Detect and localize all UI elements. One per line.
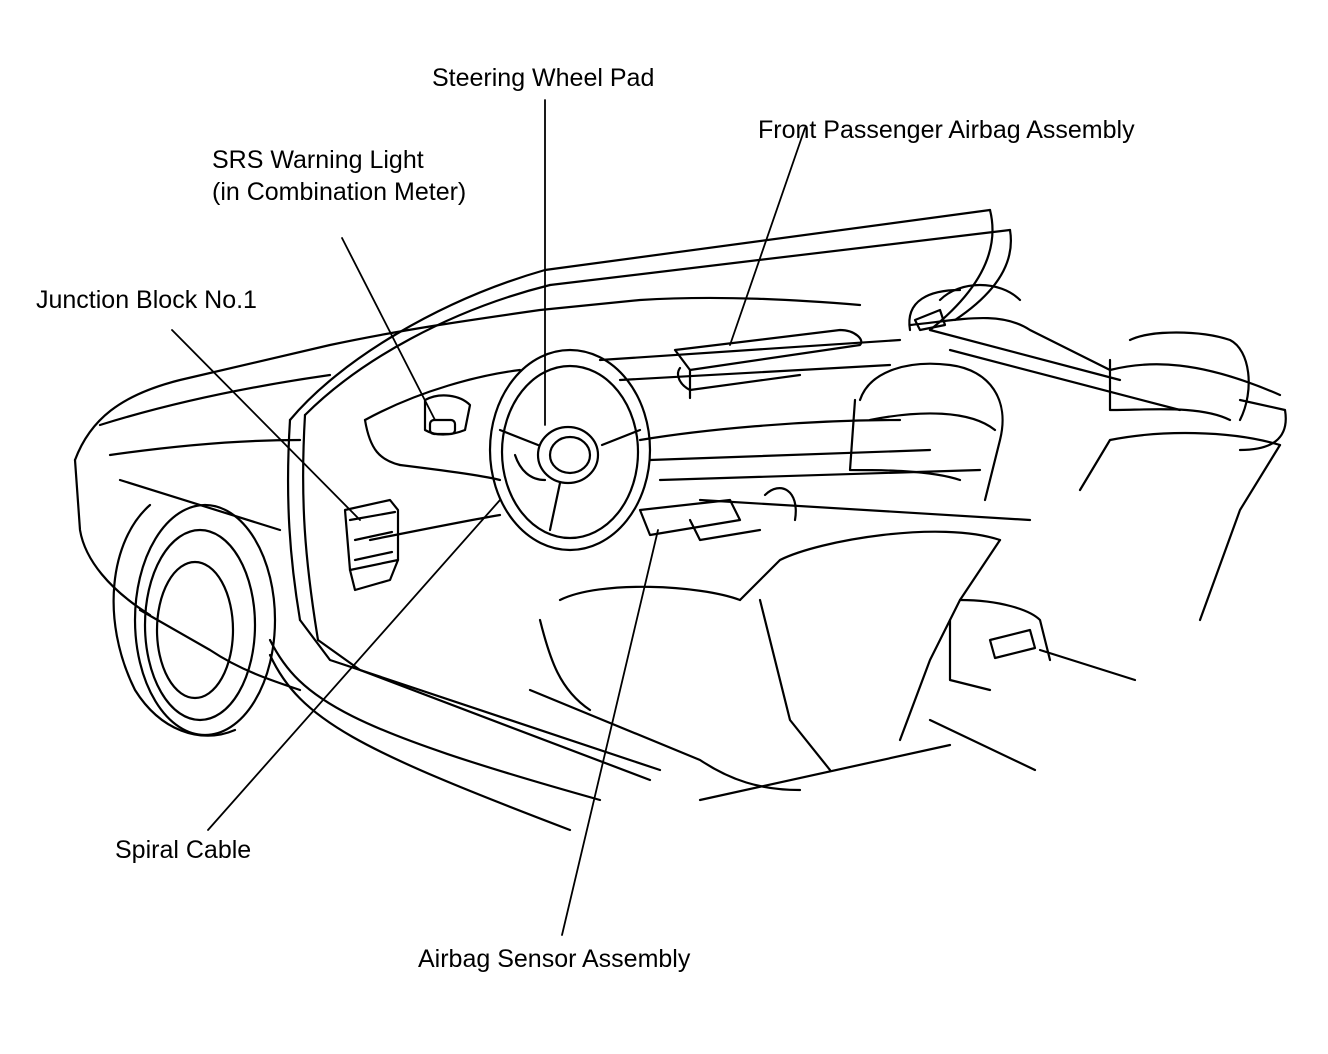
label-steering-wheel-pad: Steering Wheel Pad [432,64,655,92]
driver-seat [528,362,1004,802]
front-wheel [112,503,277,737]
passenger-airbag-module [673,328,863,400]
leader-front-passenger-airbag [729,127,806,346]
leader-lines [171,99,806,936]
combination-meter [423,394,472,436]
rear-window [908,288,962,332]
label-srs-warning-light: SRS Warning Light [212,146,424,174]
dashboard [363,338,1032,542]
steering-wheel [488,348,652,552]
label-front-passenger-airbag-assembly: Front Passenger Airbag Assembly [758,116,1135,144]
leader-spiral-cable [207,499,501,831]
label-srs-warning-light-location: (in Combination Meter) [212,178,467,206]
label-junction-block: Junction Block No.1 [36,286,257,314]
label-spiral-cable: Spiral Cable [115,836,252,864]
leader-junction-block [171,329,361,521]
label-airbag-sensor-assembly: Airbag Sensor Assembly [418,945,691,973]
passenger-seat [928,331,1282,772]
leader-airbag-sensor [561,529,659,936]
leader-srs-warning-light [341,237,436,421]
center-console [638,487,797,542]
